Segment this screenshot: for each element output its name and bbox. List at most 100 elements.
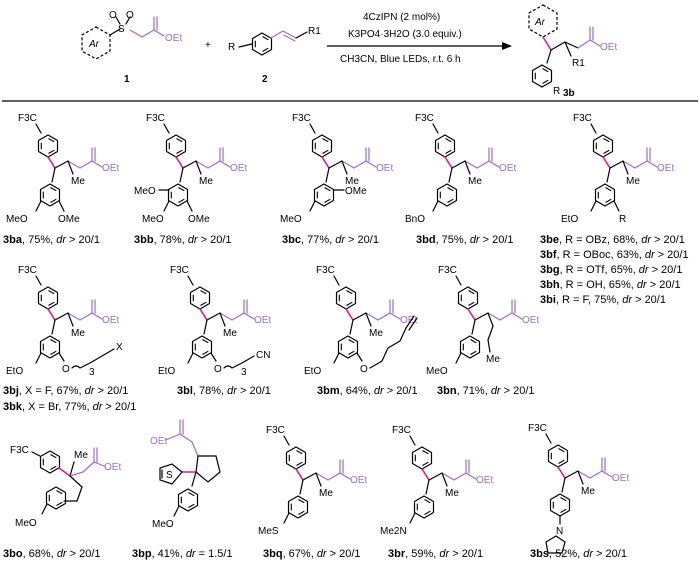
methoxy-label: OMe: [188, 214, 210, 225]
structure-3be: F3C OEt Me EtO R: [561, 113, 674, 225]
dr-ratio: = 1.5/1: [196, 548, 233, 560]
methoxy-label: MeO: [134, 186, 156, 197]
compound-id: 3bb: [134, 234, 154, 246]
compound-yield: , R = OH, 65%,: [560, 279, 637, 291]
caption-3bj: 3bj, X = F, 67%, dr > 20/1: [3, 385, 128, 397]
caption-3bl: 3bl, 78%, dr > 20/1: [177, 385, 271, 397]
structure-3bn: F3C OEt Me MeO: [426, 265, 539, 377]
dr-ratio: > 20/1: [237, 385, 271, 397]
dr-ratio: > 20/1: [198, 234, 232, 246]
dr-ratio: > 20/1: [67, 548, 101, 560]
sulfone-s: S: [118, 24, 125, 35]
structure-3bc: F3C OEt Me OMe MeO: [280, 113, 393, 225]
ethoxy-label: EtO: [304, 366, 321, 377]
caption-3ba: 3ba, 75%, dr > 20/1: [3, 234, 100, 246]
structure-3bl: F3C OEt Me EtO O 3 CN: [158, 265, 271, 378]
compound-yield: , 78%,: [193, 385, 227, 397]
compound-yield: , 77%,: [301, 234, 335, 246]
nitrile-label: CN: [256, 350, 270, 361]
dr-ratio: > 20/1: [345, 234, 379, 246]
compound-yield: , 41%,: [152, 548, 186, 560]
dr-label: dr: [57, 548, 68, 560]
dr-label: dr: [335, 234, 346, 246]
r-group-label: R: [619, 214, 626, 225]
compound-id: 3bo: [3, 548, 23, 560]
structure-3bd: F3C OEt Me BnO: [405, 113, 516, 225]
ester-label: OEt: [657, 163, 674, 174]
plus-sign: +: [205, 40, 211, 51]
ethoxy-label: EtO: [6, 366, 23, 377]
compound-yield: , R = OBoc, 63%,: [557, 249, 645, 261]
oxygen-label: O: [62, 364, 70, 375]
cf3-label: F3C: [266, 425, 285, 436]
ester-label: OEt: [254, 315, 271, 326]
conditions-catalyst: 4CzIPN (2 mol%): [363, 12, 440, 23]
dr-label: dr: [622, 294, 633, 306]
conditions-base: K3PO4·3H2O (3.0 equiv.): [348, 29, 462, 40]
cf3-label: F3C: [18, 113, 37, 124]
oxygen-label: O: [214, 364, 222, 375]
compound-id: 3be: [540, 234, 559, 246]
ethoxy-label: EtO: [158, 366, 175, 377]
caption-3bp: 3bp, 41%, dr = 1.5/1: [132, 548, 233, 560]
oxygen-label: O: [360, 364, 368, 375]
cf3-label: F3C: [438, 265, 457, 276]
conditions-solvent: CH3CN, Blue LEDs, r.t. 6 h: [340, 54, 461, 65]
dr-ratio: > 20/1: [66, 234, 100, 246]
methoxy-label: MeO: [280, 214, 302, 225]
compound-yield: , X = Br, 77%,: [22, 401, 93, 413]
compound-yield: , 59%,: [405, 548, 439, 560]
caption-3bs: 3bs, 52%, dr > 20/1: [530, 548, 627, 560]
compound-id: 3bs: [530, 548, 549, 560]
cf3-label: F3C: [146, 113, 165, 124]
reagent-2-structure: R R1 2: [228, 26, 321, 85]
compound-id: 3bn: [437, 385, 457, 397]
caption-3bm: 3bm, 64%, dr > 20/1: [317, 385, 418, 397]
caption-3be: 3be, R = OBz, 68%, dr > 20/1: [540, 234, 685, 246]
methoxy-label: OMe: [345, 186, 367, 197]
methyl-label: Me: [445, 488, 459, 499]
compound-id: 3bi: [540, 294, 556, 306]
methoxy-label: OMe: [58, 214, 80, 225]
cf3-label: F3C: [528, 423, 547, 434]
benzyloxy-label: BnO: [405, 214, 425, 225]
structure-3bs: F3C OEt Me N: [528, 423, 629, 554]
pyrrolidine-nitrogen: N: [556, 526, 563, 537]
methoxy-label: MeO: [152, 519, 174, 530]
product-r1: R1: [572, 58, 585, 69]
dr-label: dr: [645, 249, 656, 261]
cf3-label: F3C: [292, 113, 311, 124]
chain-subscript: 3: [241, 367, 247, 378]
ester-label: OEt: [499, 163, 516, 174]
caption-3bd: 3bd, 75%, dr > 20/1: [416, 234, 514, 246]
cf3-label: F3C: [170, 265, 189, 276]
caption-3bo: 3bo, 68%, dr > 20/1: [3, 548, 101, 560]
compound-id: 3bh: [540, 279, 560, 291]
cf3-label: F3C: [392, 425, 411, 436]
aryl-label: Ar: [88, 39, 100, 50]
methoxy-label: MeO: [426, 366, 448, 377]
dr-ratio: > 20/1: [632, 294, 666, 306]
dr-label: dr: [85, 385, 96, 397]
reagent-2-label: 2: [262, 74, 268, 85]
compound-yield: , R = OTf, 65%,: [560, 264, 639, 276]
methylthio-label: MeS: [258, 526, 279, 537]
dr-label: dr: [637, 279, 648, 291]
ester-label: OEt: [150, 436, 167, 447]
dr-label: dr: [470, 234, 481, 246]
cf3-label: F3C: [573, 113, 592, 124]
product-aryl-label: Ar: [534, 17, 546, 28]
methyl-label: Me: [581, 486, 595, 497]
dr-ratio: > 20/1: [649, 264, 683, 276]
cf3-label: F3C: [10, 445, 29, 456]
compound-id: 3bf: [540, 249, 557, 261]
dimethylamino-label: Me2N: [380, 526, 407, 537]
ester-label: OEt: [230, 163, 247, 174]
compound-id: 3bc: [282, 234, 301, 246]
caption-3bk: 3bk, X = Br, 77%, dr > 20/1: [3, 401, 136, 413]
ester-label: OEt: [612, 473, 629, 484]
methyl-label: Me: [345, 176, 359, 187]
chain-subscript: 3: [89, 367, 95, 378]
reaction-scheme: Ar S O O OEt 1 + R R1 2: [81, 4, 617, 99]
